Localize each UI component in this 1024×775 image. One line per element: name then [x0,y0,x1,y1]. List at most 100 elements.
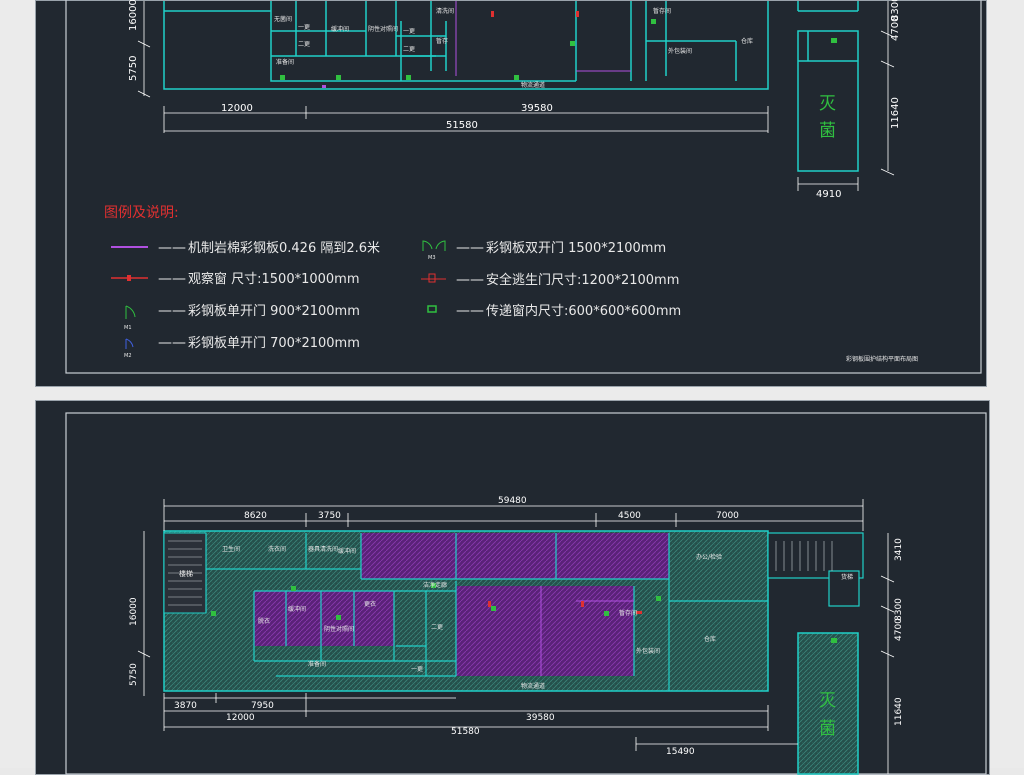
room-label: 阴性对照间 [324,625,354,633]
room-label: 仓库 [741,37,753,45]
room-label: 阴性对照间 [368,25,398,33]
door-double-icon [422,240,446,251]
room-label: 准备间 [276,58,294,66]
annex-char: 菌 [819,719,836,739]
dim-text: 15490 [666,747,695,757]
door-single-icon [125,305,136,319]
dim-text: 11640 [890,97,901,129]
legend-symbols: M1 M2 M3 [111,240,446,359]
dim-text: 12000 [221,103,253,114]
dim-text: 4910 [816,189,841,200]
top-building-walls [163,1,769,90]
top-room-labels: 无菌间 一更 二更 缓冲间 清洗间 准备间 外包装间 仓库 暂存间 物流通道 阴… [274,7,753,89]
sheet-title: 彩钢板围护结构平面布局图 [846,355,918,363]
legend-item-text: 机制岩棉彩钢板0.426 隔到2.6米 [188,241,380,256]
annex-labels: 灭 菌 [819,94,836,141]
dim-text: 39580 [526,713,555,723]
room-label: 物流通道 [521,682,545,690]
dim-text: 12000 [226,713,255,723]
bottom-dimension-texts: 8620 3750 59480 4500 7000 16000 5750 387… [129,496,904,757]
annex-char: 菌 [819,121,836,141]
legend-tag: M2 [124,353,132,359]
room-label: 缓冲间 [288,605,306,613]
room-label: 清洗间 [436,7,454,15]
pass-box-icon [427,305,437,313]
legend-item-text: 安全逃生门尺寸:1200*2100mm [486,272,679,288]
room-label: 缓冲间 [331,25,349,33]
legend-dash: —— [456,272,484,288]
dim-text: 8300 [890,0,901,21]
door-single-blue-icon [125,338,134,349]
room-label: 缓冲间 [338,547,356,555]
window-swatch-mark [127,275,131,281]
legend-item-text: 彩钢板单开门 900*2100mm [188,304,360,319]
room-label: 一更 [298,24,310,31]
emergency-door-icon [421,273,446,283]
legend-item-text: 传递窗内尺寸:600*600*600mm [486,303,681,319]
room-label: 二更 [431,624,443,631]
bottom-cad-viewport: 楼梯 卫生间 洗衣间 器具清洗间 缓冲间 洁净走廊 暂存间 外包装间 仓库 物流… [35,400,990,775]
annex-walls [797,1,859,172]
dim-text: 11640 [894,697,904,726]
dim-text: 16000 [128,0,139,31]
room-label: 器具清洗间 [308,545,338,553]
legend-dash: —— [158,303,186,319]
dim-text: 8300 [894,598,904,621]
room-label: 外包装间 [636,647,660,655]
dim-text: 3410 [894,538,904,561]
dim-text: 7950 [251,701,274,711]
legend-dash: —— [158,271,186,287]
bottom-partitions [540,586,634,676]
legend-tag: M1 [124,325,132,331]
bottom-hatch-areas [163,530,864,775]
legend-tag: M3 [428,255,436,261]
dim-text: 4500 [618,511,641,521]
top-pass-marks [322,85,326,88]
top-cad-viewport: 无菌间 一更 二更 缓冲间 清洗间 准备间 外包装间 仓库 暂存间 物流通道 阴… [35,0,987,387]
dim-text: 4700 [894,618,904,641]
bottom-window-marks [488,601,642,614]
legend-dash: —— [456,303,484,319]
dim-text: 7000 [716,511,739,521]
room-label: 暂存 [436,37,448,45]
legend-item-text: 彩钢板单开门 700*2100mm [188,336,360,351]
bottom-door-marks [211,583,837,643]
stair-treads [168,540,833,606]
bottom-drawing: 楼梯 卫生间 洗衣间 器具清洗间 缓冲间 洁净走廊 暂存间 外包装间 仓库 物流… [65,412,987,775]
legend-title: 图例及说明: [104,205,179,221]
dim-text: 51580 [446,120,478,131]
top-sheet: 无菌间 一更 二更 缓冲间 清洗间 准备间 外包装间 仓库 暂存间 物流通道 阴… [35,0,987,387]
legend-texts: —— 机制岩棉彩钢板0.426 隔到2.6米 —— 观察窗 尺寸:1500*10… [158,240,681,351]
legend-dash: —— [158,240,186,256]
drawing-frame [65,0,982,374]
top-drawing: 无菌间 一更 二更 缓冲间 清洗间 准备间 外包装间 仓库 暂存间 物流通道 阴… [65,0,982,374]
room-label: 暂存间 [653,7,671,15]
dim-text: 5750 [128,56,139,81]
legend-dash: —— [456,240,484,256]
dim-text: 4700 [890,16,901,41]
dim-text: 5750 [129,663,139,686]
room-label: 货梯 [841,573,853,581]
top-dimension-texts: 16000 5750 12000 39580 51580 4700 8300 1… [128,0,901,200]
room-label: 外包装间 [668,47,692,55]
room-label: 无菌间 [274,15,292,23]
room-label: 二更 [403,46,415,53]
annex-labels: 灭 菌 [819,691,836,739]
dim-text: 59480 [498,496,527,506]
room-label: 更衣 [364,600,376,608]
top-partitions [455,1,631,76]
room-label: 二更 [298,41,310,48]
bottom-sheet: 楼梯 卫生间 洗衣间 器具清洗间 缓冲间 洁净走廊 暂存间 外包装间 仓库 物流… [0,395,1024,775]
room-label: 洁净走廊 [423,581,447,589]
dim-text: 8620 [244,511,267,521]
dim-text: 3750 [318,511,341,521]
legend-item-text: 观察窗 尺寸:1500*1000mm [188,271,360,287]
bottom-room-labels: 楼梯 卫生间 洗衣间 器具清洗间 缓冲间 洁净走廊 暂存间 外包装间 仓库 物流… [179,545,853,690]
bottom-interior-walls [205,533,768,691]
room-label: 准备间 [308,660,326,668]
room-label: 一更 [411,666,423,673]
room-label: 卫生间 [222,545,240,553]
dim-text: 51580 [451,727,480,737]
room-label: 洗衣间 [268,545,286,553]
room-label: 楼梯 [179,569,193,578]
